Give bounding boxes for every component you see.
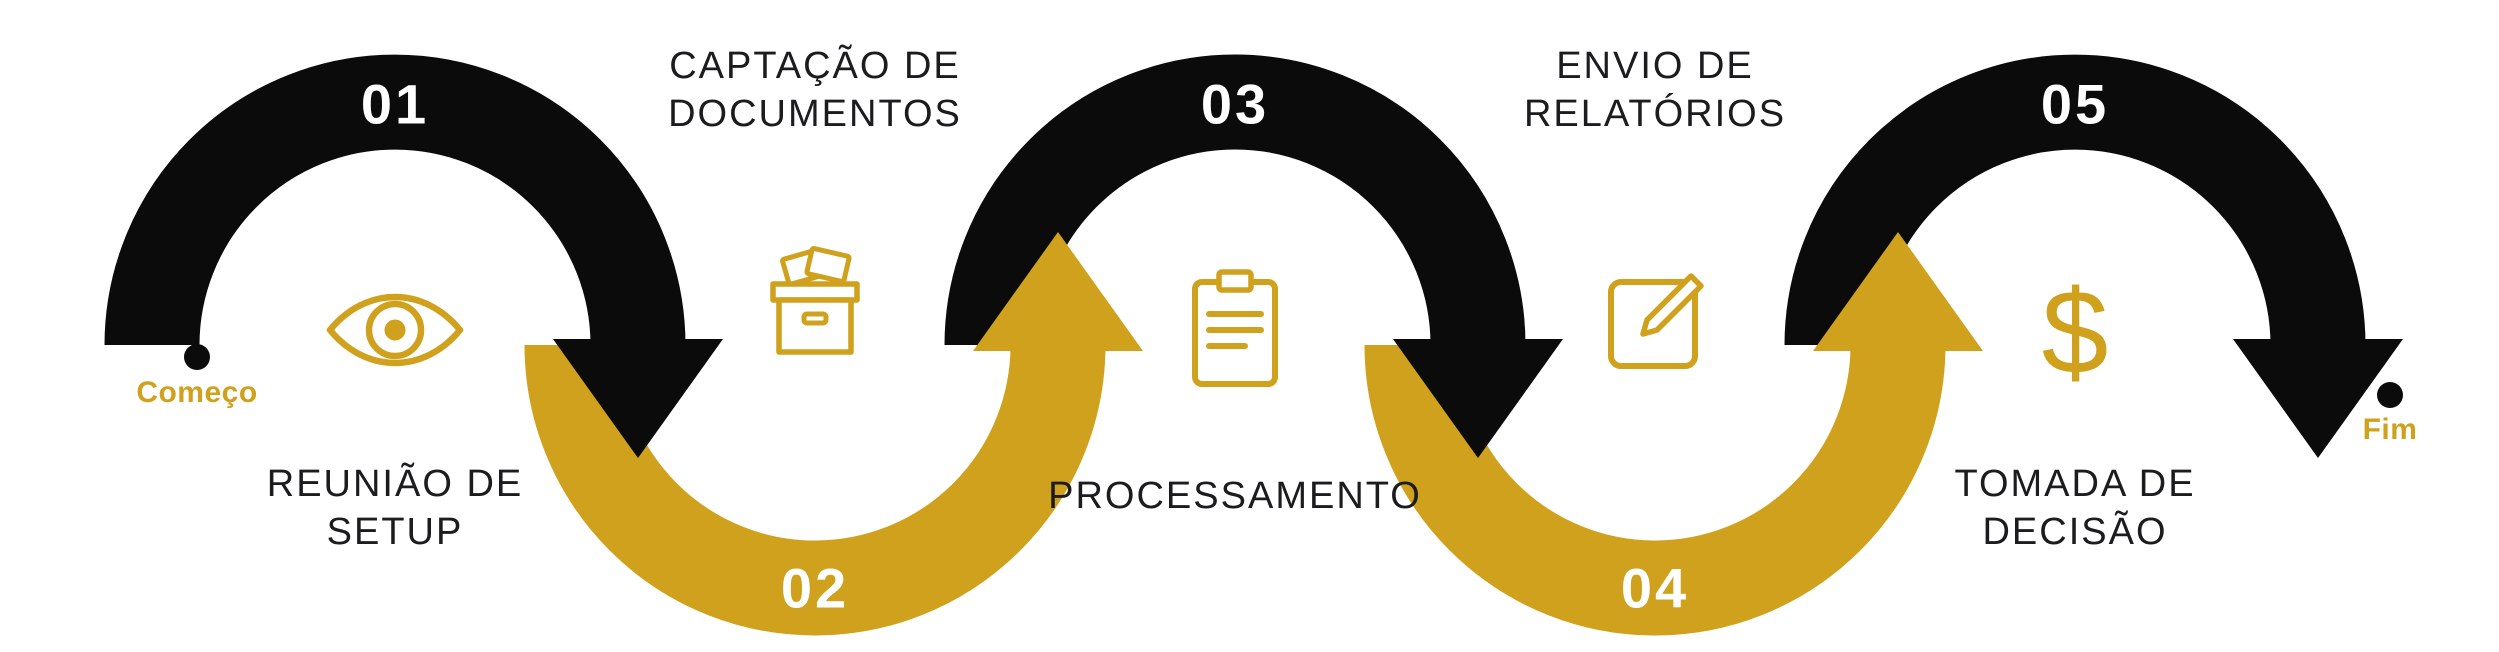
step-3-arc — [944, 54, 1526, 346]
step-2-arrowhead — [973, 232, 1143, 351]
end-label: Fim — [2362, 413, 2418, 446]
step-2-label-line-2: DOCUMENTOS — [668, 93, 962, 135]
step-1-number: 01 — [360, 72, 430, 136]
step-3-label-line-1: PROCESSAMENTO — [1048, 475, 1422, 517]
archive-box-icon — [755, 242, 875, 364]
step-1-label: REUNIÃO DE SETUP — [267, 460, 523, 556]
step-2-label-line-1: CAPTAÇÃO DE — [669, 45, 961, 87]
step-4-label: ENVIO DE RELATÓRIOS — [1524, 42, 1786, 138]
step-4-arc — [1364, 344, 1946, 636]
step-4-number: 04 — [1620, 556, 1690, 620]
edit-icon-shape — [1608, 273, 1704, 369]
eye-icon-shape — [326, 293, 464, 367]
step-5-arc — [1784, 54, 2366, 346]
step-3-number: 03 — [1200, 72, 1270, 136]
end-dot — [2377, 382, 2403, 408]
eye-icon — [320, 282, 470, 378]
edit-icon — [1595, 258, 1715, 378]
dollar-icon: $ — [2042, 272, 2109, 392]
step-4-label-line-2: RELATÓRIOS — [1523, 93, 1787, 135]
step-1-arc — [104, 54, 686, 346]
start-dot — [184, 344, 210, 370]
step-3-arrowhead — [1393, 339, 1563, 458]
step-4-arrowhead — [1813, 232, 1983, 351]
step-1-label-line-2: SETUP — [326, 511, 464, 553]
step-1-label-line-1: REUNIÃO DE — [266, 463, 524, 505]
step-5-label-line-1: TOMADA DE — [1954, 463, 2196, 505]
step-4-label-line-1: ENVIO DE — [1556, 45, 1754, 87]
clipboard-icon-shape — [1192, 269, 1278, 387]
step-2-number: 02 — [780, 556, 850, 620]
archive-box-icon-shape — [770, 245, 860, 355]
step-1-arrowhead — [553, 339, 723, 458]
step-5-number: 05 — [2040, 72, 2110, 136]
step-5-arrowhead — [2233, 339, 2403, 458]
step-5-label: TOMADA DE DECISÃO — [1954, 460, 2195, 556]
step-5-label-line-2: DECISÃO — [1982, 511, 2168, 553]
clipboard-icon — [1183, 264, 1287, 392]
step-2-arc — [524, 344, 1106, 636]
dollar-icon-glyph: $ — [2041, 265, 2109, 399]
step-2-label: CAPTAÇÃO DE DOCUMENTOS — [668, 42, 962, 138]
step-3-label: PROCESSAMENTO — [1048, 472, 1422, 520]
start-label: Começo — [136, 376, 258, 409]
